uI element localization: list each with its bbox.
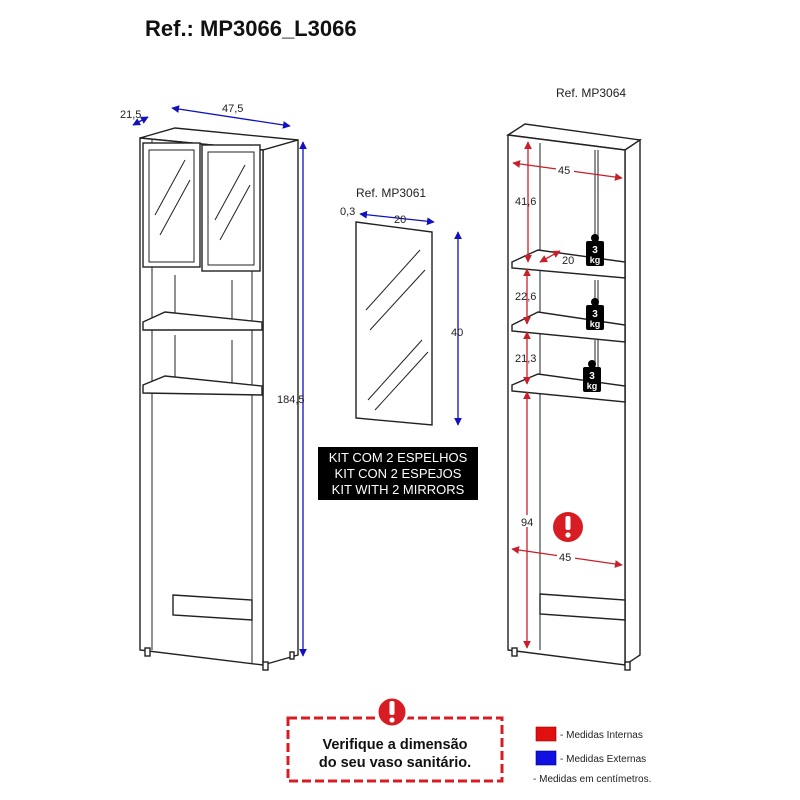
top-space-label: 41,6 [515,196,536,208]
kit-text-en: KIT WITH 2 MIRRORS [332,482,465,497]
right-cabinet-ref: Ref. MP3064 [556,86,626,100]
warning-box [286,716,504,783]
weight-value: 3 [592,245,598,256]
left-cabinet-drawing [139,127,299,671]
left-width-label: 47,5 [222,103,243,115]
weight-unit: kg [590,255,601,265]
weight-limit-icons: 3kg 3kg 3kg [583,234,604,392]
legend-external-swatch [535,750,557,766]
bottom-height-label: 94 [521,517,533,529]
right-door [201,144,261,272]
legend-units-label: - Medidas em centímetros. [533,774,651,785]
weight-value: 3 [589,371,595,382]
weight-unit: kg [587,381,598,391]
mirror-width-label: 20 [394,214,406,226]
warning-line-2: do seu vaso sanitário. [319,755,471,771]
legend-internal-label: - Medidas Internas [560,730,643,741]
middle-space-label: 22,6 [515,291,536,303]
top-width-label: 45 [558,165,570,177]
mirror-ref: Ref. MP3061 [356,186,426,200]
kit-text-es: KIT CON 2 ESPEJOS [335,466,462,481]
bottom-width-label: 45 [559,552,571,564]
left-height-label: 184,5 [277,394,305,406]
legend-external-label: - Medidas Externas [560,754,646,765]
page-title: Ref.: MP3066_L3066 [145,16,357,41]
mirror-height-label: 40 [451,327,463,339]
lower-space-label: 21,3 [515,353,536,365]
warning-box-icon [375,695,409,729]
shelf-depth-label: 20 [562,255,574,267]
left-depth-label: 21,5 [120,109,141,121]
warning-line-1: Verifique a dimensão [322,737,467,753]
kit-text-pt: KIT COM 2 ESPELHOS [329,450,468,465]
left-door [142,142,201,268]
weight-unit: kg [590,319,601,329]
weight-value: 3 [592,309,598,320]
kit-label-box [318,447,478,500]
mirror-drawing [355,221,433,426]
legend-internal-swatch [535,726,557,742]
warning-icon [553,512,583,542]
mirror-thickness-label: 0,3 [340,206,355,218]
